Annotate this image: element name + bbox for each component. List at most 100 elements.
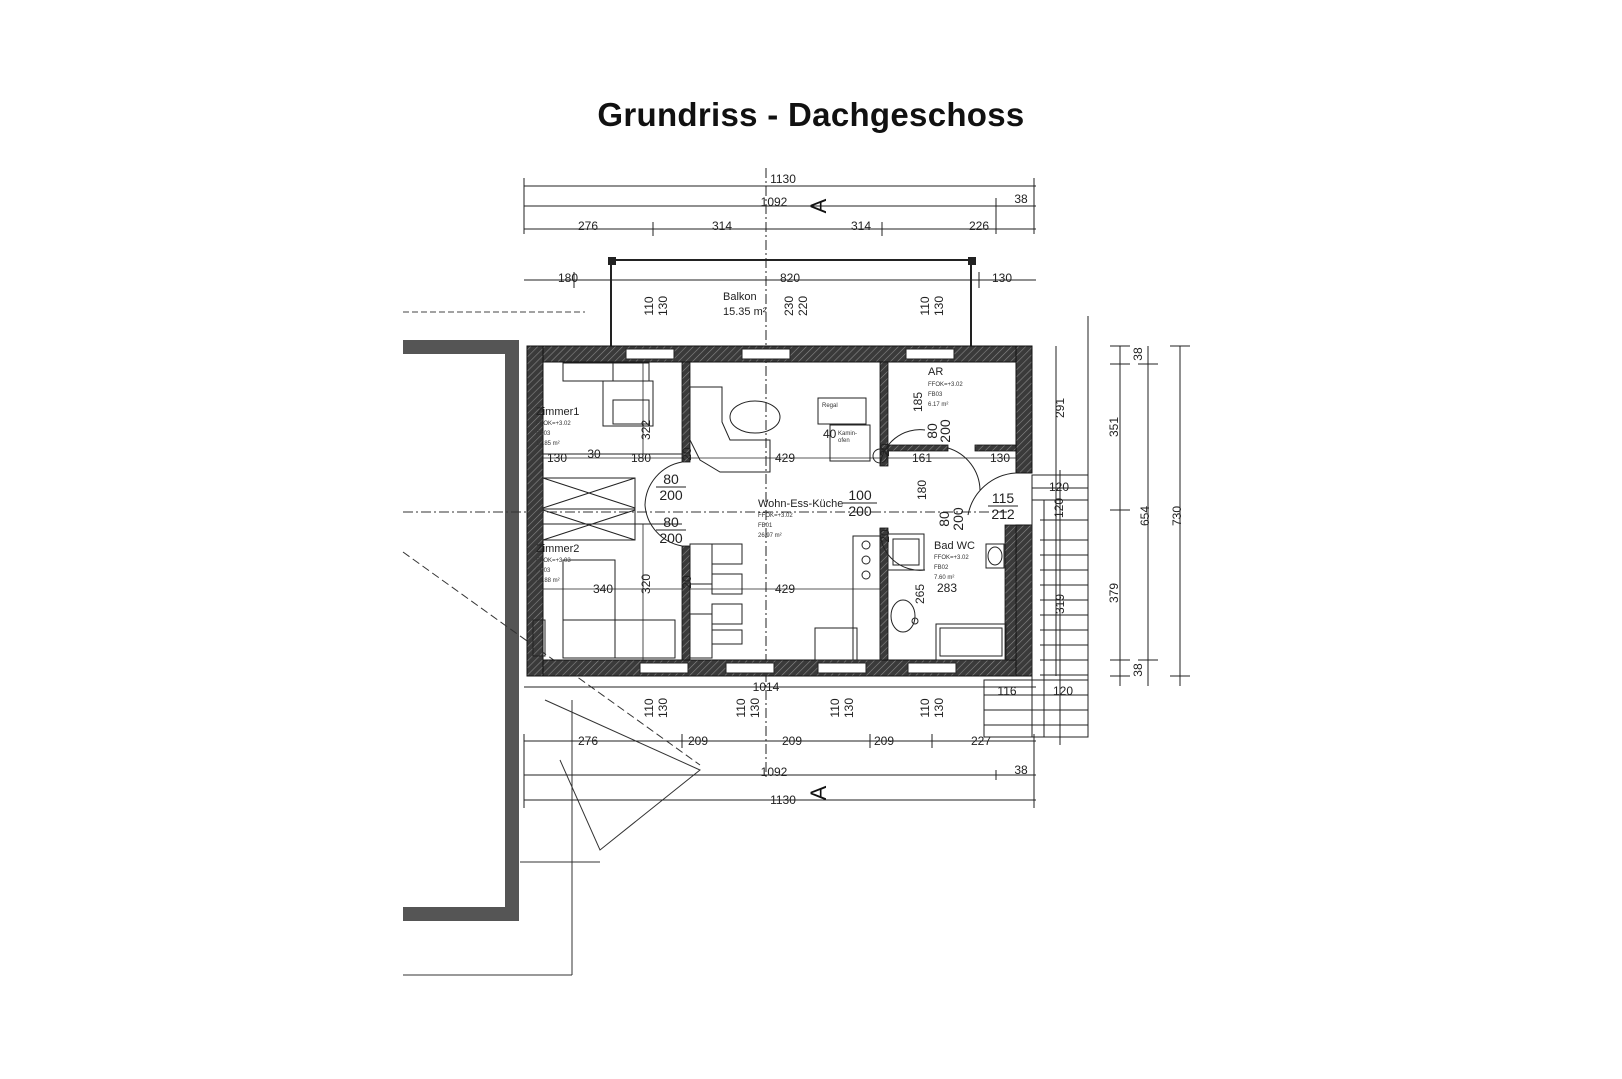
door-main-h: 200 xyxy=(848,503,872,519)
dim-top-seg-2: 314 xyxy=(712,219,732,233)
door-main-w: 100 xyxy=(848,487,872,503)
wohn-fb: FB01 xyxy=(758,523,773,529)
dim-wohn-bottom: 429 xyxy=(775,582,795,596)
dim-ar-w: 161 xyxy=(912,451,932,465)
door-bad-h: 200 xyxy=(950,507,966,531)
dim-top-seg-1: 276 xyxy=(578,219,598,233)
room-zimmer2: Zimmer2 FFOK=+3.03 FB03 10.88 m² xyxy=(536,543,579,584)
dim-wall-z1: 20 xyxy=(680,447,694,461)
dim-bottom-total: 1130 xyxy=(770,793,796,807)
neighbor-building xyxy=(402,311,1010,976)
room-ar: AR FFOK=+3.02 FB03 6.17 m² xyxy=(928,366,963,408)
room-bad-wc: Bad WC FFOK=+3.02 FB02 7.60 m² xyxy=(934,540,975,581)
staircase xyxy=(983,470,1089,745)
dim-top-offset: 38 xyxy=(1014,192,1028,206)
interior-dim-lines xyxy=(543,362,1016,660)
dim-z2-w: 340 xyxy=(593,582,613,596)
stair-116: 116 xyxy=(997,684,1016,698)
dim-wall-z2: 20 xyxy=(680,575,694,589)
bad-area: 7.60 m² xyxy=(934,575,954,581)
dim-bottom-inner: 1092 xyxy=(761,765,788,779)
dim-bottom-offset: 38 xyxy=(1014,763,1028,777)
door-dims: 80 200 80 200 100 200 115 212 80 200 80 … xyxy=(656,419,1018,546)
dim-top-total: 1130 xyxy=(770,172,796,186)
dim-wohn-top: 429 xyxy=(775,451,795,465)
door-z1-w: 80 xyxy=(663,471,679,487)
door-entry-w: 115 xyxy=(992,490,1015,506)
dim-balcony-window1b: 130 xyxy=(656,296,670,316)
dim-balcony-window1: 110 xyxy=(642,296,656,315)
dim-z1-w2: 30 xyxy=(587,447,601,461)
door-entry-h: 212 xyxy=(991,506,1015,522)
dim-bottom-1014: 1014 xyxy=(753,680,780,694)
section-marker-bottom: A xyxy=(806,785,831,800)
door-bad-w: 80 xyxy=(936,511,952,527)
stair-120-top: 120 xyxy=(1049,480,1069,494)
ar-fb: FB03 xyxy=(928,392,943,398)
bad-ffok: FFOK=+3.02 xyxy=(934,555,969,561)
bad-name: Bad WC xyxy=(934,540,975,552)
dim-bw4a: 110 xyxy=(918,698,932,717)
dim-ar-h: 185 xyxy=(911,392,925,412)
zimmer1-name: Zimmer1 xyxy=(536,406,579,418)
ar-area: 6.17 m² xyxy=(928,402,948,408)
wohn-name: Wohn-Ess-Küche xyxy=(758,498,843,510)
dim-right-730: 730 xyxy=(1170,506,1184,526)
balcony xyxy=(608,257,976,346)
dim-z2-h: 320 xyxy=(639,574,653,594)
dim-right-38-top: 38 xyxy=(1131,347,1145,361)
dim-top-seg-3: 314 xyxy=(851,219,871,233)
zimmer1-fb: FB03 xyxy=(536,431,551,437)
ar-name: AR xyxy=(928,366,943,378)
dim-bad-h: 265 xyxy=(913,584,927,604)
dim-bottom-seg-2: 209 xyxy=(688,734,708,748)
balcony-area: 15.35 m² xyxy=(723,306,767,318)
dim-bottom-seg-1: 276 xyxy=(578,734,598,748)
dim-z1-w3: 180 xyxy=(631,451,651,465)
dim-balcony-door1: 230 xyxy=(782,296,796,316)
wohn-ffok: FFOK=+3.02 xyxy=(758,513,793,519)
door-ar-w: 80 xyxy=(924,423,940,439)
dim-balcony-width: 820 xyxy=(780,271,800,285)
dim-balcony-right: 130 xyxy=(992,271,1012,285)
dim-z1-w1: 130 xyxy=(547,451,567,465)
dim-right-654: 654 xyxy=(1138,506,1152,526)
dim-balcony-left: 180 xyxy=(558,271,578,285)
dim-bw1a: 110 xyxy=(642,698,656,717)
zimmer2-area: 10.88 m² xyxy=(536,578,560,584)
dim-right-291: 291 xyxy=(1053,398,1067,418)
dim-right-379: 379 xyxy=(1107,583,1121,603)
wohn-area: 26.97 m² xyxy=(758,533,782,539)
dim-bw2b: 130 xyxy=(748,698,762,718)
page-title: Grundriss - Dachgeschoss xyxy=(597,96,1025,133)
dim-z1-h: 322 xyxy=(639,420,653,440)
section-marker-top: A xyxy=(806,198,831,213)
door-z1-h: 200 xyxy=(659,487,683,503)
zimmer2-ffok: FFOK=+3.03 xyxy=(536,558,571,564)
dim-balcony-door2: 220 xyxy=(796,296,810,316)
zimmer1-ffok: FFOK=+3.02 xyxy=(536,421,571,427)
furniture-sofa-dim: 40 xyxy=(823,427,837,441)
stair-120-side: 120 xyxy=(1052,498,1066,518)
dim-bad-w: 283 xyxy=(937,581,957,595)
dim-bw4b: 130 xyxy=(932,698,946,718)
bed-zimmer2 xyxy=(532,559,676,659)
dim-bw3a: 110 xyxy=(828,698,842,717)
exterior-walls xyxy=(526,345,1033,677)
zimmer2-name: Zimmer2 xyxy=(536,543,579,555)
right-dimension-chain xyxy=(1055,316,1190,700)
door-z2-w: 80 xyxy=(663,514,679,530)
dim-bw3b: 130 xyxy=(842,698,856,718)
dim-ar-v: 180 xyxy=(915,480,929,500)
balcony-name: Balkon xyxy=(723,291,757,303)
dim-top-inner: 1092 xyxy=(761,195,788,209)
dim-bw2a: 110 xyxy=(734,698,748,717)
bed-zimmer1 xyxy=(562,362,654,427)
living-furniture xyxy=(689,386,888,661)
dim-bottom-seg-3: 209 xyxy=(782,734,802,748)
dim-balcony-window2: 110 xyxy=(918,296,932,315)
bathroom-fixtures xyxy=(887,533,1007,661)
room-wohn-ess-kueche: Wohn-Ess-Küche FFOK=+3.02 FB01 26.97 m² xyxy=(758,498,843,539)
furniture-regal: Regal xyxy=(822,403,838,409)
